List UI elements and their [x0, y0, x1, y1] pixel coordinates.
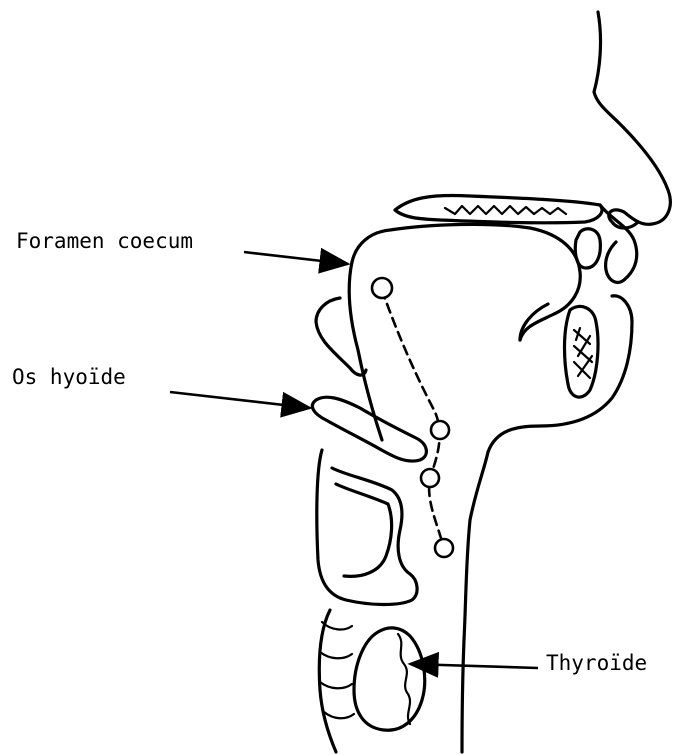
lower-lip — [488, 296, 632, 452]
trachea — [319, 610, 336, 752]
face-profile — [594, 12, 670, 224]
arrow-hyoid — [170, 392, 310, 408]
palate-hatching — [445, 206, 566, 214]
label-os-hyoide: Os hyoïde — [12, 365, 126, 389]
label-thyroide: Thyroïde — [546, 651, 647, 675]
hyoid-node-upper[interactable] — [431, 421, 449, 439]
label-foramen-coecum: Foramen coecum — [16, 229, 193, 253]
epiglottis — [316, 298, 366, 375]
thyroid-gland — [354, 628, 425, 730]
foramen-node[interactable] — [372, 278, 392, 298]
thyroid-cartilage — [317, 450, 417, 605]
hyoid-node-lower[interactable] — [421, 469, 439, 487]
hyoid-bone — [312, 397, 426, 461]
trachea-rings — [320, 622, 354, 718]
lower-tooth-hatching — [574, 328, 592, 378]
arrow-foramen — [244, 252, 348, 264]
neck-anterior — [462, 452, 488, 752]
arrow-thyroid — [410, 664, 538, 668]
thyroid-node[interactable] — [435, 539, 453, 557]
thyroid-gland-wave — [398, 634, 410, 724]
larynx-inner — [336, 484, 392, 576]
